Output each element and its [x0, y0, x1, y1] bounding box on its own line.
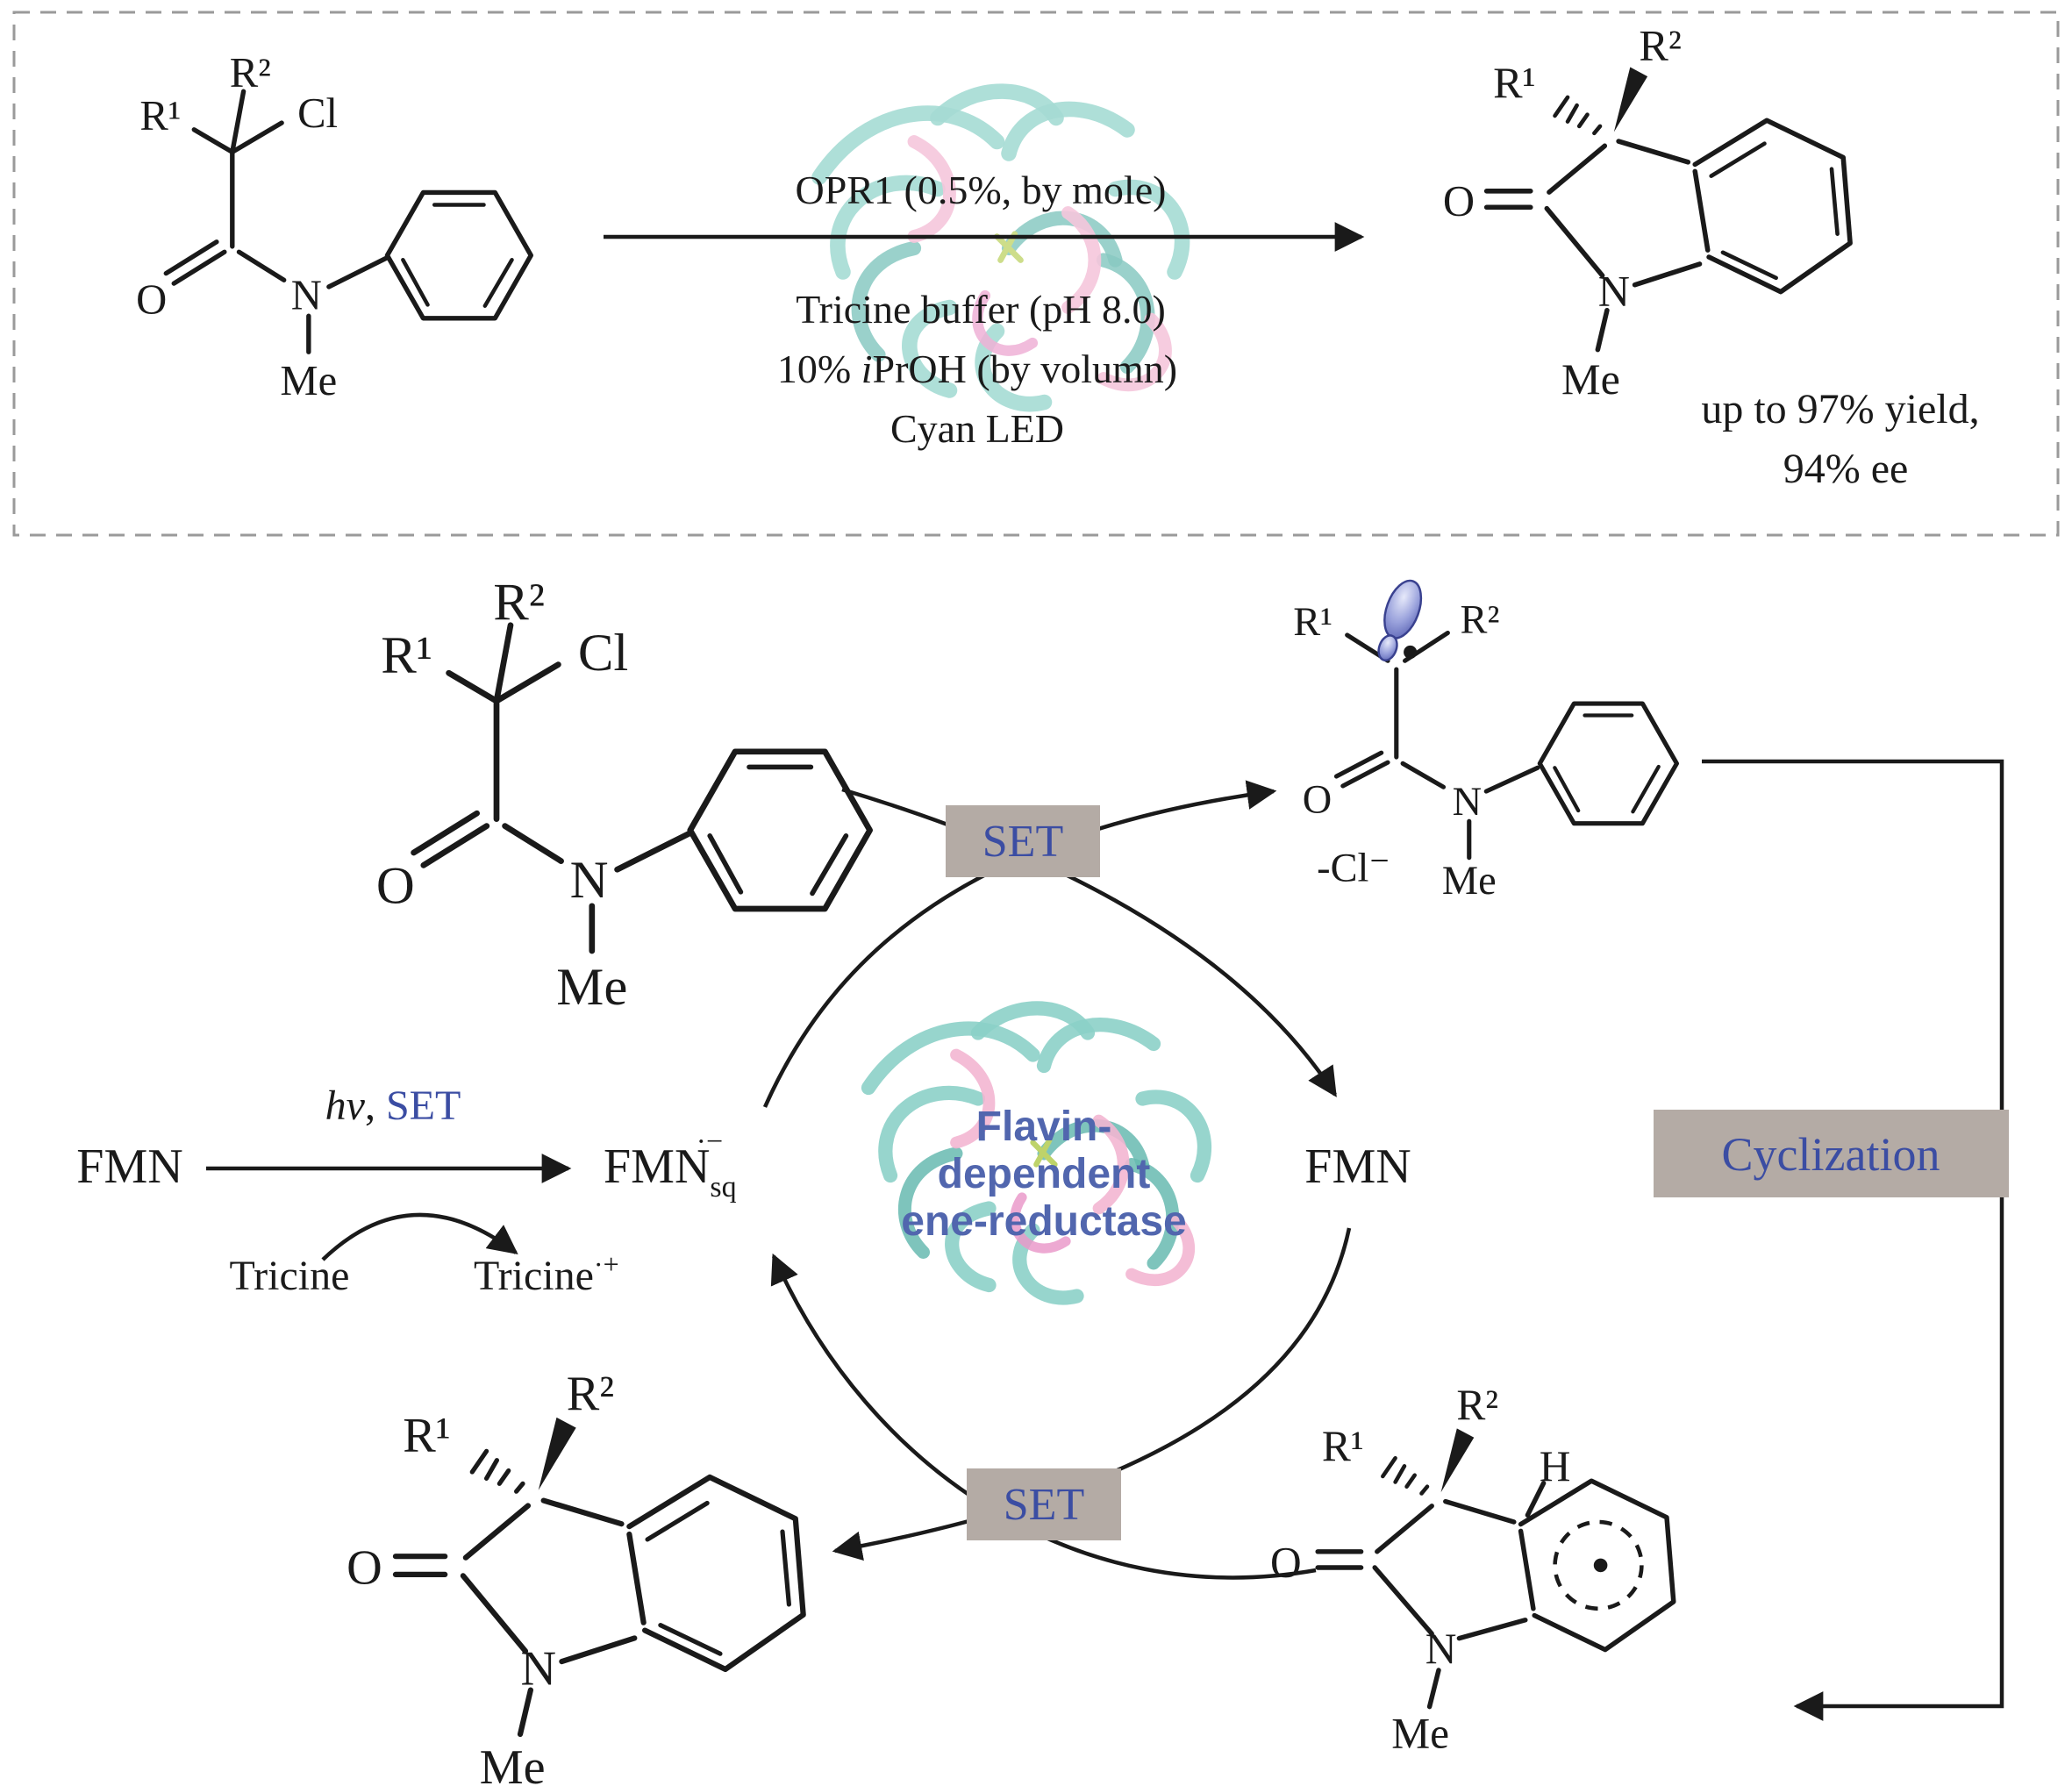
cyclization-path-arrow — [1702, 759, 2004, 1721]
cyclization-box — [1654, 1110, 2009, 1197]
fmn-right-label: FMN — [1304, 1139, 1411, 1194]
product-cycle — [347, 1367, 804, 1786]
hv-set-label: hv,SET — [325, 1082, 461, 1129]
enzyme-name-line1: Flavin- — [976, 1104, 1112, 1150]
fmnsq-label: FMNsq·− — [604, 1125, 737, 1204]
set-box-bottom — [967, 1468, 1121, 1540]
yield-line-2: 94% ee — [1783, 446, 1909, 492]
arc-substrate-to-fmn — [841, 787, 1337, 1097]
tricine-radical-cation-label: Tricine·+ — [474, 1248, 619, 1299]
fmn-left-label: FMN — [76, 1139, 182, 1194]
arc-fmnsq-to-radical — [762, 780, 1277, 1108]
radical-cycle — [1293, 575, 1676, 904]
catalytic-cycle: SET SET Cyclization Flavin- dependent en… — [76, 573, 2009, 1786]
set-label-bottom: SET — [1004, 1480, 1084, 1530]
substrate-top — [136, 49, 531, 404]
substrate-cycle — [376, 573, 870, 1016]
scheme-border — [12, 11, 2060, 537]
tricine-label: Tricine — [230, 1253, 350, 1299]
catalyst-text: OPR1 (0.5%, by mole) — [796, 168, 1167, 212]
cyclization-label: Cyclization — [1722, 1128, 1940, 1181]
condition-3: Cyan LED — [890, 406, 1064, 451]
cyclized-cycle — [1270, 1381, 1674, 1757]
condition-1: Tricine buffer (pH 8.0) — [796, 287, 1166, 332]
enzyme-name-line3: ene-reductase — [901, 1198, 1186, 1245]
top-reaction-scheme: OPR1 (0.5%, by mole) Tricine buffer (pH … — [12, 11, 2060, 537]
enzyme-name-line2: dependent — [938, 1151, 1151, 1197]
condition-2: 10% iPrOH (by volumn) — [777, 346, 1177, 391]
product-top — [1443, 21, 1850, 404]
set-box-top — [946, 805, 1100, 877]
set-label-top: SET — [982, 817, 1063, 867]
tricine-oxidation-arrow — [321, 1212, 518, 1261]
yield-line-1: up to 97% yield, — [1701, 386, 1979, 432]
arc-fmn-to-product — [832, 1227, 1352, 1561]
